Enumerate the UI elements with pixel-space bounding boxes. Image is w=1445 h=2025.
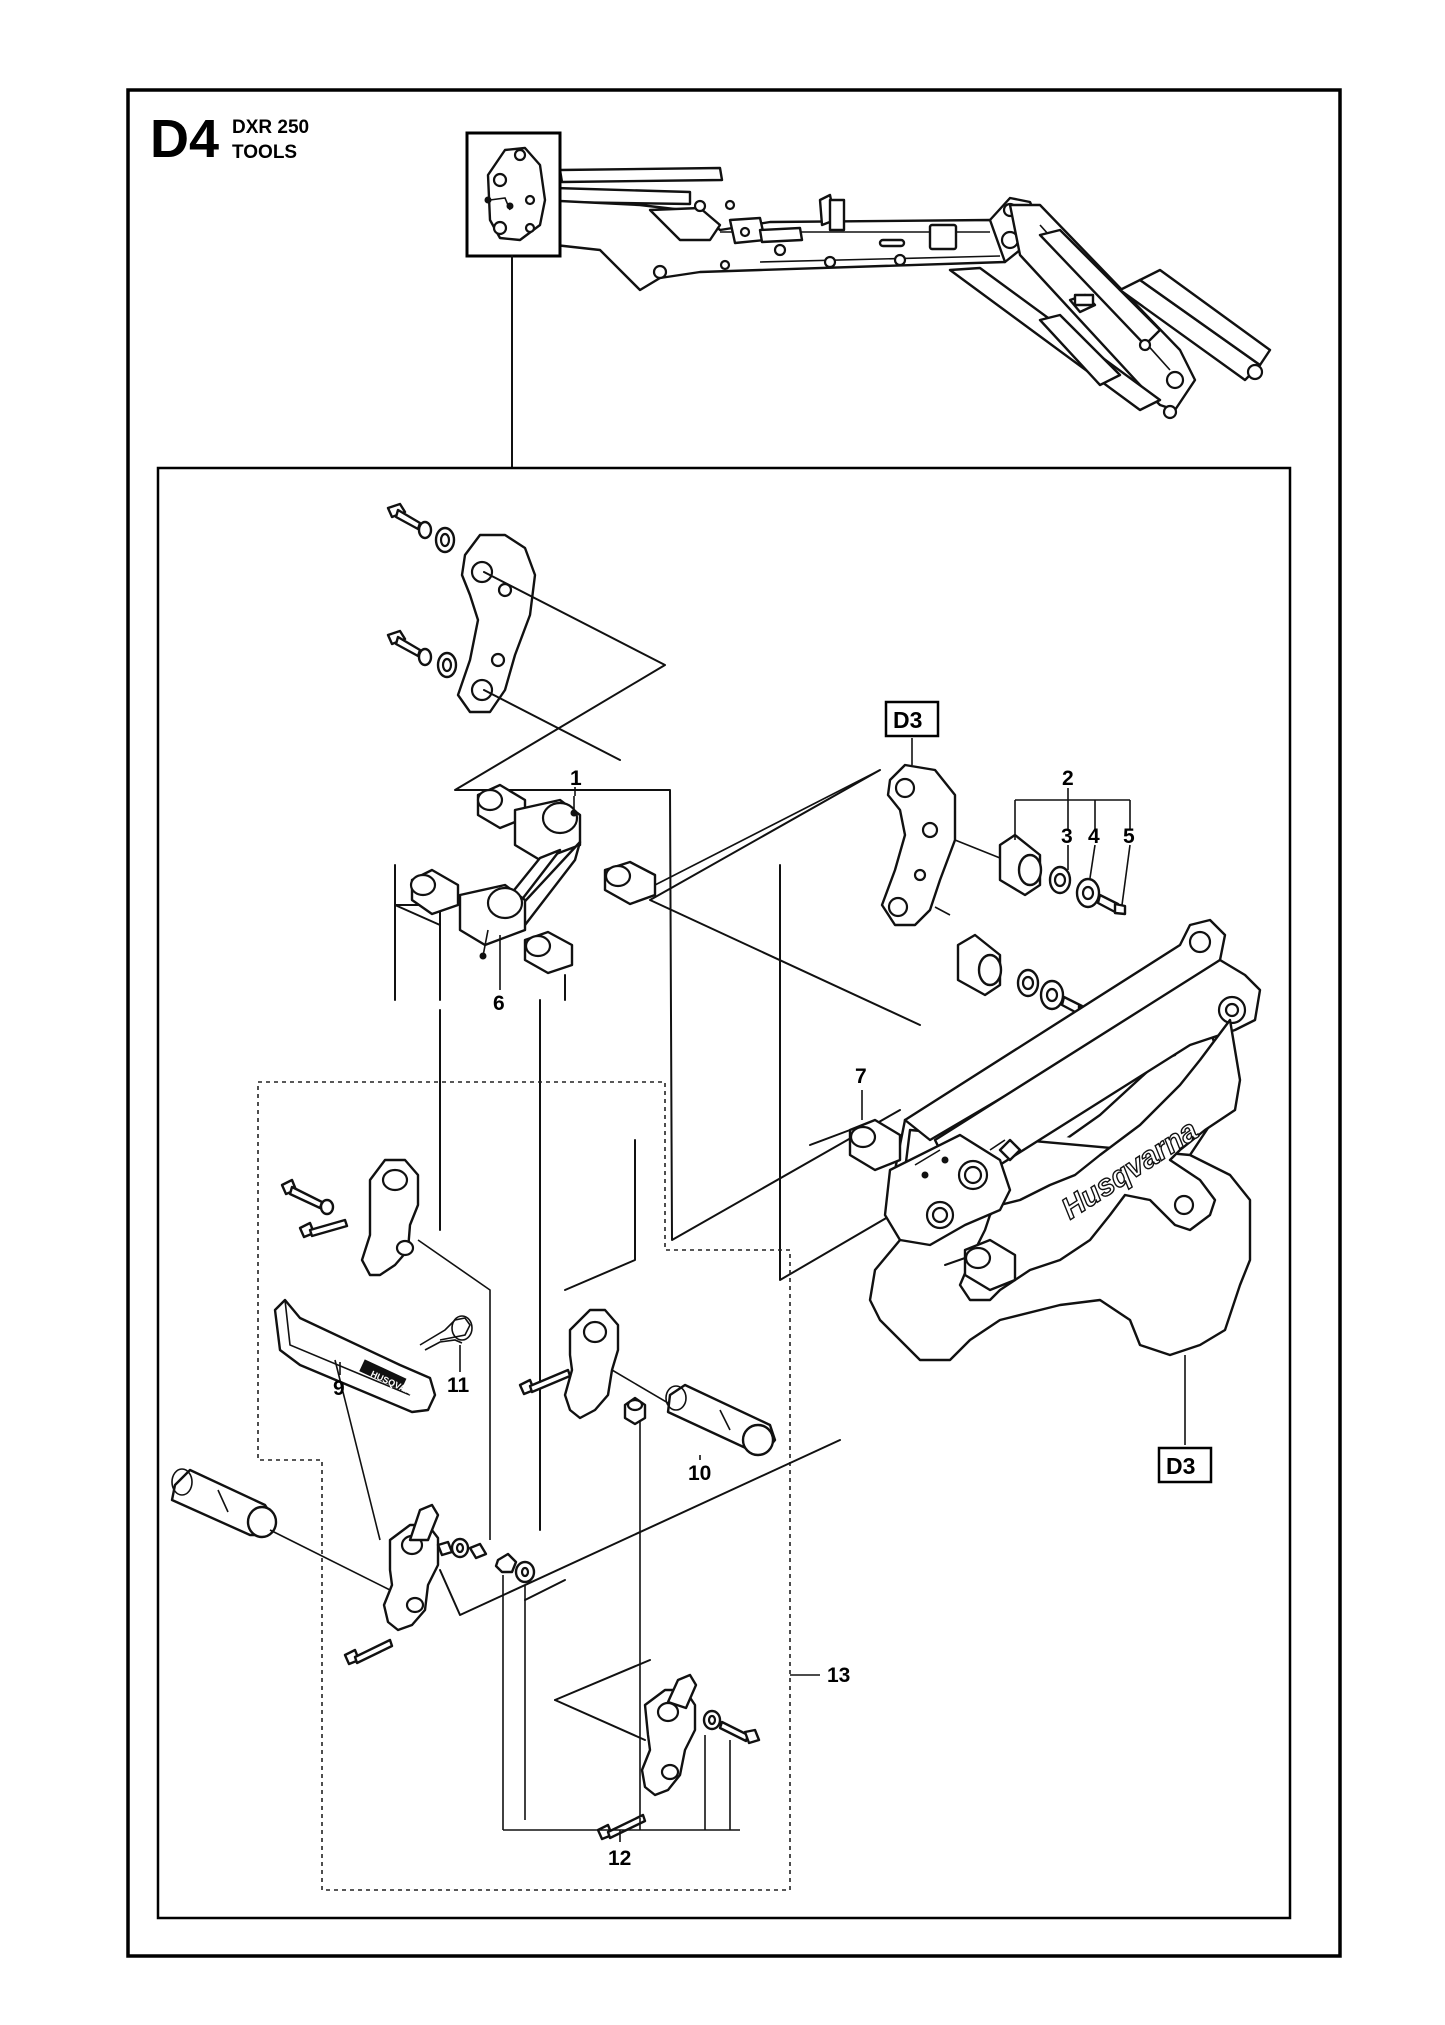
leader-lines — [339, 738, 1186, 1676]
tool-link-assembly — [409, 769, 881, 985]
overview-arm-drawing — [538, 166, 1272, 420]
upper-side-plate — [386, 502, 537, 714]
section-code: D4 — [150, 109, 219, 169]
nuts-washers-center — [494, 1552, 566, 1830]
right-side-plate — [880, 763, 1127, 1018]
leader-bracket-2 — [1014, 788, 1131, 906]
reference-label-bottom: D3 — [1166, 1453, 1195, 1479]
model-name: DXR 250 — [232, 117, 309, 138]
part-label-9: 9 — [333, 1377, 345, 1400]
tool-arm: Husqvarna — [809, 918, 1262, 1362]
page-header: D4 DXR 250 TOOLS — [150, 109, 309, 169]
center-hook — [518, 1308, 681, 1820]
part-label-11: 11 — [447, 1374, 470, 1397]
part-label-5: 5 — [1123, 825, 1135, 848]
inner-frame — [156, 466, 1292, 1920]
lower-left-hook — [343, 1439, 841, 1666]
part-label-3: 3 — [1061, 825, 1073, 848]
part-label-4: 4 — [1088, 825, 1100, 848]
reference-box-top: D3 — [884, 700, 940, 738]
leader-bracket-12 — [503, 1818, 740, 1842]
lower-center-hook — [554, 1659, 761, 1841]
reference-box-bottom: D3 — [1157, 1446, 1213, 1484]
part-label-10: 10 — [688, 1462, 711, 1485]
part-label-6: 6 — [493, 992, 505, 1015]
part-label-12: 12 — [608, 1847, 631, 1870]
lever-tool: HUSQVARNA — [273, 1298, 473, 1541]
assembly-group-outline — [257, 1081, 791, 1891]
outer-frame — [126, 88, 1342, 1958]
section-name: TOOLS — [232, 142, 297, 163]
tool-bracket-thumbnail — [484, 146, 547, 242]
reference-label-top: D3 — [893, 707, 922, 733]
part-label-1: 1 — [570, 767, 582, 790]
pin-10 — [665, 1383, 777, 1457]
part-label-2: 2 — [1062, 767, 1074, 790]
part-label-7: 7 — [855, 1065, 867, 1088]
upper-hook — [280, 1158, 491, 1540]
part-label-13: 13 — [827, 1664, 850, 1687]
long-pin-left — [170, 1468, 391, 1591]
